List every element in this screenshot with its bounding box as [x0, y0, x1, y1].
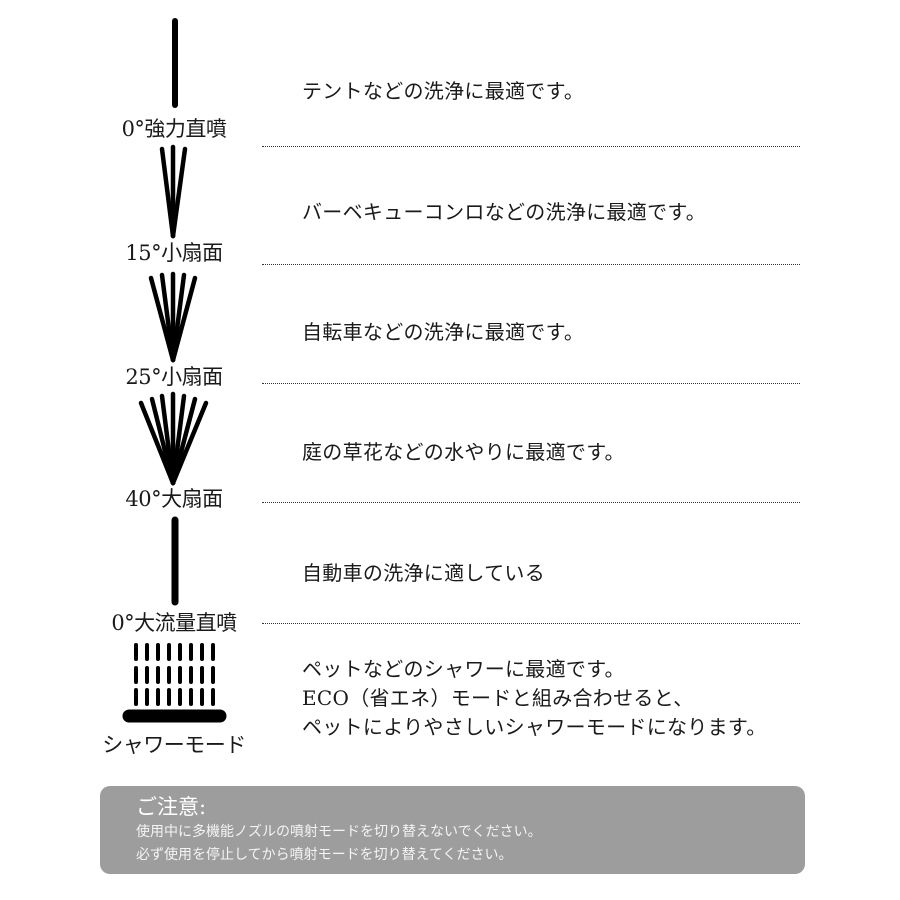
- shower-description-line: ペットによりやさしいシャワーモードになります。: [302, 715, 767, 739]
- shower-description-line: ペットなどのシャワーに最適です。: [302, 657, 625, 681]
- mode-description-straight-jet: テントなどの洗浄に最適です。: [302, 79, 585, 103]
- separator: [262, 623, 800, 624]
- straight-jet-icon: [172, 18, 178, 108]
- mode-label-fan-15: 15°小扇面: [125, 241, 223, 265]
- caution-line: 使用中に多機能ノズルの噴射モードを切り替えないでください。: [136, 824, 542, 840]
- caution-title: ご注意:: [136, 795, 207, 819]
- separator: [262, 502, 800, 503]
- mode-description-fan-25: 自転車などの洗浄に最適です。: [302, 320, 585, 344]
- separator: [262, 146, 800, 147]
- fan-40-icon: [138, 391, 209, 486]
- mode-label-fan-40: 40°大扇面: [125, 487, 223, 511]
- mode-description-high-flow-jet: 自動車の洗浄に適している: [302, 561, 545, 585]
- separator: [262, 383, 800, 384]
- shower-description-line: ECO（省エネ）モードと組み合わせると、: [302, 686, 694, 710]
- separator: [262, 264, 800, 265]
- fan-25-icon: [148, 271, 198, 363]
- mode-label-straight-jet: 0°強力直噴: [121, 117, 227, 141]
- mode-description-fan-40: 庭の草花などの水やりに最適です。: [302, 440, 625, 464]
- caution-line: 必ず使用を停止してから噴射モードを切り替えてください。: [136, 847, 513, 863]
- shower-icon: [122, 643, 227, 723]
- fan-15-icon: [159, 144, 188, 239]
- mode-label-high-flow-jet: 0°大流量直噴: [111, 611, 237, 635]
- mode-label-shower: シャワーモード: [102, 733, 246, 757]
- caution-notice: ご注意: 使用中に多機能ノズルの噴射モードを切り替えないでください。 必ず使用を…: [100, 786, 805, 874]
- mode-description-fan-15: バーベキューコンロなどの洗浄に最適です。: [302, 200, 706, 224]
- mode-description-shower: ペットなどのシャワーに最適です。 ECO（省エネ）モードと組み合わせると、 ペッ…: [302, 655, 767, 742]
- mode-label-fan-25: 25°小扇面: [125, 365, 223, 389]
- high-flow-jet-icon: [171, 516, 179, 606]
